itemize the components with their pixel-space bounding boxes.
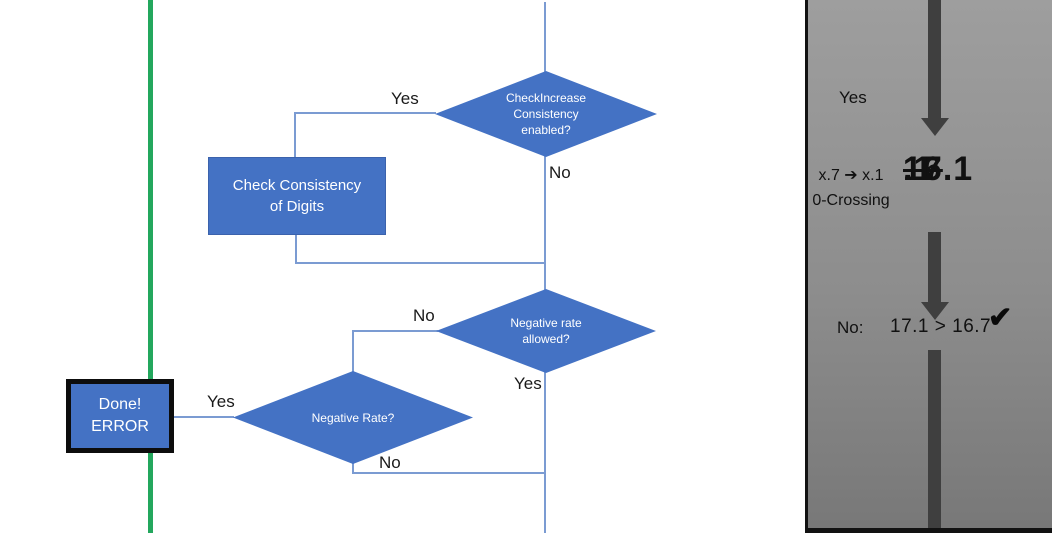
terminal-done-error: Done! ERROR (66, 379, 174, 453)
down-arrow-shaft-2 (928, 232, 941, 302)
terminal-text-line: Done! (98, 396, 142, 413)
checkmark-icon: ✔ (988, 302, 1013, 334)
condition-line-2: 0-Crossing (812, 192, 890, 209)
decision-text-line: Negative rate (510, 316, 582, 330)
decision-text-line: Negative Rate? (311, 410, 395, 425)
edge-label-no-negative-rate-allowed: No (413, 306, 435, 325)
down-arrow-shaft-3 (928, 350, 941, 528)
decision-text-line: allowed? (522, 332, 570, 346)
old-value-struck: 16 (903, 150, 943, 188)
down-arrow-head-icon (921, 118, 949, 136)
green-divider-line (148, 0, 153, 533)
edge-label-no-negative-rate: No (379, 453, 401, 472)
edge-label-yes-negative-rate-allowed: Yes (514, 374, 542, 393)
condition-annotation: x.7 ➔ x.1 0-Crossing (806, 163, 896, 213)
down-arrow-head-icon (921, 302, 949, 320)
connector-yes-negative-rate-h (174, 416, 234, 418)
decision-text-line: enabled? (521, 123, 571, 137)
connector-no-negative-rate-h (352, 472, 546, 474)
old-value-rest: .1 (903, 150, 934, 188)
edge-label-yes-negative-rate: Yes (207, 392, 235, 411)
decision-text-line: CheckIncrease (505, 91, 587, 105)
decision-negative-rate-allowed: Negative rate allowed? (436, 289, 656, 373)
connector-no-negative-rate-allowed-h (352, 330, 438, 332)
condition-line-1: x.7 ➔ x.1 (818, 167, 884, 184)
terminal-text-line: ERROR (91, 418, 149, 435)
connector-no-negative-rate-allowed-v (352, 330, 354, 372)
process-check-consistency-of-digits: Check Consistency of Digits (208, 157, 386, 235)
result-no-label: No: (837, 318, 864, 337)
edge-label-yes-check-increase: Yes (391, 89, 419, 108)
process-text-line: of Digits (269, 198, 325, 215)
decision-negative-rate: Negative Rate? (233, 371, 473, 464)
connector-yes-check-increase-v (294, 112, 296, 158)
decision-check-increase-consistency: CheckIncrease Consistency enabled? (435, 71, 657, 157)
down-arrow-shaft-1 (928, 0, 941, 118)
edge-label-no-check-increase: No (549, 163, 571, 182)
connector-top-into-check-increase (544, 2, 546, 72)
connector-no-check-increase-v (544, 156, 546, 290)
process-text-line: Check Consistency (232, 177, 362, 194)
panel-yes-label: Yes (839, 88, 867, 107)
connector-yes-check-increase-h (294, 112, 436, 114)
decision-text-line: Consistency (513, 107, 579, 121)
connector-check-consistency-out-h (295, 262, 546, 264)
result-comparison: 17.1 > 16.7 (890, 316, 992, 337)
example-trace-panel: Yes x.7 ➔ x.1 0-Crossing 16.1 17.1 No: 1… (805, 0, 1052, 533)
connector-check-consistency-out-v (295, 234, 297, 264)
new-value: 17.1 (903, 150, 974, 188)
connector-no-negative-rate-v (352, 462, 354, 474)
connector-yes-negative-rate-allowed-v (544, 372, 546, 533)
value-comparison-numbers: 16.1 17.1 (903, 150, 973, 188)
